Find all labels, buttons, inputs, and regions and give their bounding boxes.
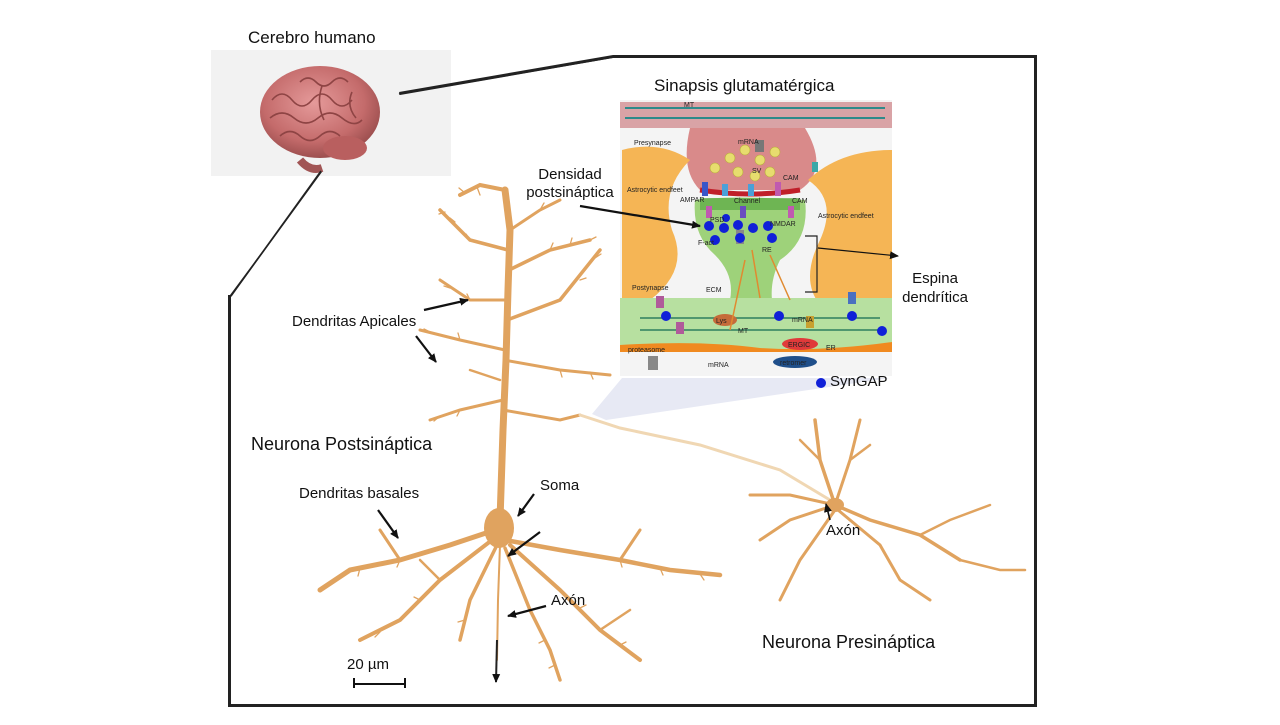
- scale-bar: [353, 678, 406, 688]
- axon-pre-arrow: [824, 503, 832, 521]
- inset-label-re: RE: [762, 247, 772, 254]
- syngap-legend-dot: [816, 378, 826, 388]
- inset-label-fact: F-act: [698, 240, 714, 247]
- basal-arrow: [377, 509, 399, 539]
- inset-label-mrna-top: mRNA: [738, 139, 759, 146]
- zoom-cone: [592, 378, 890, 420]
- postsynaptic-neuron-label: Neurona Postsináptica: [251, 434, 433, 454]
- inset-label-mrna-bottom: mRNA: [708, 362, 729, 369]
- axon-post-label: Axón: [551, 592, 586, 609]
- presynaptic-microtubule-band: [620, 102, 892, 128]
- synapse-inset: [620, 100, 892, 376]
- presynaptic-neuron: [748, 418, 1027, 602]
- zoom-line-left: [230, 170, 322, 297]
- presynaptic-neuron-label: Neurona Presináptica: [762, 632, 936, 652]
- postsynaptic-spines: [323, 186, 705, 669]
- inset-label-mt-mid: MT: [738, 328, 749, 335]
- syngap-legend-label: SynGAP: [830, 373, 888, 390]
- receptors: [656, 162, 856, 334]
- syngap-dots: [661, 214, 887, 336]
- dendrite-shaft: [620, 298, 892, 350]
- presynaptic-soma: [826, 498, 844, 512]
- presynaptic-terminal: [686, 128, 817, 190]
- inset-label-presynapse: Presynapse: [634, 140, 671, 147]
- inset-label-cam-top: CAM: [783, 175, 799, 182]
- axon-down-arrow: [492, 639, 501, 683]
- inset-label-astro-left: Astrocytic endfeet: [627, 187, 683, 194]
- psd-label-line1: Densidad: [538, 166, 602, 183]
- synapse-title: Sinapsis glutamatérgica: [654, 76, 835, 95]
- inset-label-proteasome: proteasome: [628, 347, 665, 354]
- inset-label-ecm: ECM: [706, 287, 722, 294]
- brain-label: Cerebro humano: [248, 28, 376, 47]
- inset-label-cam-right: CAM: [792, 198, 808, 205]
- spine-label-line2: dendrítica: [902, 289, 968, 306]
- inset-labels: MT Presynapse mRNA SV CAM Astrocytic end…: [627, 102, 874, 369]
- annotation-arrows: [377, 204, 899, 618]
- axon-pre-label: Axón: [826, 522, 861, 539]
- astrocyte-left: [622, 146, 690, 300]
- inset-label-ampar: AMPAR: [680, 197, 704, 204]
- apical-arrow-1: [423, 297, 469, 312]
- inset-label-nmdar: NMDAR: [770, 221, 796, 228]
- axon-post-arrow-2: [507, 604, 547, 618]
- apical-dendrites-label: Dendritas Apicales: [292, 313, 417, 330]
- psd-label-line2: postsináptica: [526, 184, 614, 201]
- inset-label-astro-right: Astrocytic endfeet: [818, 213, 874, 220]
- zoom-line-top: [398, 56, 615, 95]
- axon-post-arrow: [507, 531, 541, 557]
- inset-label-postynapse: Postynapse: [632, 285, 669, 292]
- postsynaptic-spine: [694, 197, 806, 300]
- apical-arrow-2: [415, 335, 437, 363]
- soma-label: Soma: [540, 477, 580, 494]
- basal-dendrites-label: Dendritas basales: [299, 485, 420, 502]
- scale-bar-label: 20 µm: [347, 656, 389, 673]
- brain-illustration: [260, 66, 380, 173]
- spine-label-line1: Espina: [912, 270, 958, 287]
- inset-label-channel: Channel: [734, 198, 761, 205]
- postsynaptic-soma: [484, 508, 514, 548]
- synaptic-vesicles: [709, 144, 781, 182]
- spine-arrow: [817, 247, 899, 260]
- inset-label-mt-top: MT: [684, 102, 695, 109]
- inset-label-ergic: ERGIC: [788, 342, 810, 349]
- inset-label-lys: Lys: [716, 318, 727, 325]
- soma-arrow: [517, 493, 535, 517]
- inset-label-mrna-mid: mRNA: [792, 317, 813, 324]
- inset-label-sv: SV: [752, 168, 762, 175]
- psd-arrow: [579, 204, 701, 229]
- astrocyte-right: [808, 150, 892, 305]
- inset-label-retromer: retromer: [780, 360, 807, 367]
- inset-label-psd: PSD: [710, 217, 724, 224]
- inset-label-er: ER: [826, 345, 836, 352]
